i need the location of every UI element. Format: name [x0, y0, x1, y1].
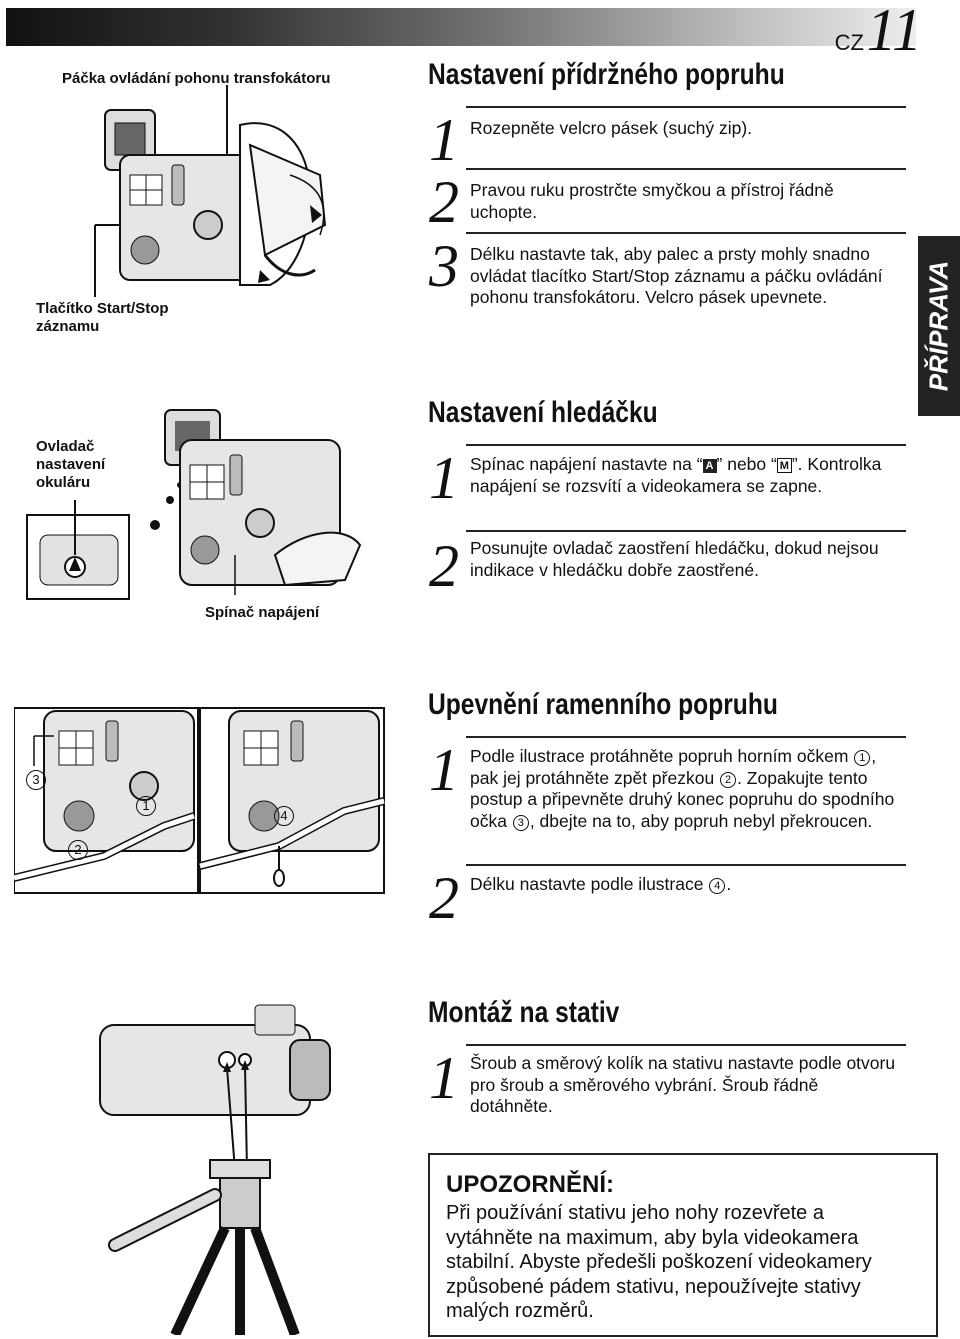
- tripod-illustration: [99, 1004, 331, 1335]
- step-text-part: ”. Kontrolka napájení se rozsvítí a vide…: [470, 454, 882, 496]
- step-text: Podle ilustrace protáhněte popruh horním…: [470, 746, 900, 832]
- step-text: Délku nastavte tak, aby palec a prsty mo…: [470, 244, 883, 307]
- eyepiece-label: Ovladač nastavení okuláru: [36, 438, 106, 491]
- camcorder-grip-illustration: [94, 85, 327, 297]
- step-text-part: Délku nastavte podle ilustrace: [470, 874, 709, 894]
- language-code: CZ: [834, 30, 864, 55]
- divider: [466, 168, 906, 170]
- side-tab: PŘÍPRAVA: [918, 236, 960, 416]
- step-text: Šroub a směrový kolík na stativu nastavt…: [470, 1053, 896, 1116]
- step-number: 3: [429, 233, 459, 299]
- camcorder-viewfinder-illustration: [26, 409, 362, 600]
- divider: [466, 736, 906, 738]
- callout-2: 2: [67, 840, 89, 860]
- mode-a-symbol: A: [702, 459, 717, 473]
- step-number: 2: [429, 169, 459, 235]
- step-text-part: Spínac napájení nastavte na “: [470, 454, 703, 474]
- step-number: 1: [429, 737, 459, 803]
- step-text-part: .: [726, 874, 732, 894]
- step-text-part: ” nebo “: [716, 454, 777, 474]
- divider: [466, 444, 906, 446]
- callout-3-number: 3: [26, 770, 46, 790]
- step-text: Posunujte ovladač zaostření hledáčku, do…: [470, 538, 879, 580]
- mode-m-symbol: M: [776, 458, 792, 473]
- shoulder-strap-illustration: [14, 707, 385, 894]
- side-tab-label: PŘÍPRAVA: [923, 260, 954, 392]
- step-text: Pravou ruku prostrčte smyčkou a přístroj…: [470, 180, 834, 222]
- step-text-part: , dbejte na to, aby popruh nebyl překrou…: [529, 810, 873, 831]
- page-number: 11: [866, 0, 922, 63]
- section-title-viewfinder: Nastavení hledáčku: [428, 396, 658, 429]
- step-text-part: , pak jej protáhněte zpět přezkou: [470, 746, 877, 788]
- circled-number: 3: [512, 814, 529, 831]
- divider: [466, 530, 906, 532]
- start-stop-label: Tlačítko Start/Stop záznamu: [36, 300, 169, 335]
- divider: [466, 864, 906, 866]
- section-title-shoulder-strap: Upevnění ramenního popruhu: [428, 688, 778, 721]
- callout-2-number: 2: [68, 840, 88, 860]
- warning-body: Při používání stativu jeho nohy rozevřet…: [446, 1202, 872, 1322]
- warning-title: UPOZORNĚNÍ:: [446, 1171, 614, 1198]
- step-text-part: Podle ilustrace protáhněte popruh horním…: [470, 746, 854, 766]
- step-number: 2: [429, 865, 459, 931]
- step-text: Spínac napájení nastavte na “A” nebo “M”…: [470, 454, 900, 497]
- callout-4: 4: [273, 806, 295, 826]
- divider: [466, 1044, 906, 1046]
- power-switch-label: Spínač napájení: [205, 604, 320, 621]
- step-text-part: . Zopakujte tento postup a připevněte dr…: [470, 767, 895, 831]
- callout-3: 3: [25, 770, 47, 790]
- divider: [466, 232, 906, 234]
- warning-box: UPOZORNĚNÍ: Při používání stativu jeho n…: [428, 1153, 938, 1337]
- callout-1-number: 1: [136, 796, 156, 816]
- section-title-tripod: Montáž na stativ: [428, 996, 620, 1029]
- step-number: 1: [429, 1045, 459, 1111]
- header-bar: [6, 8, 916, 46]
- circled-number: 2: [720, 771, 737, 788]
- circled-number: 1: [854, 750, 871, 766]
- callout-4-number: 4: [274, 806, 294, 826]
- step-text: Délku nastavte podle ilustrace 4.: [470, 874, 900, 896]
- zoom-lever-label: Páčka ovládání pohonu transfokátoru: [62, 70, 331, 87]
- callout-1: 1: [135, 796, 157, 816]
- step-text: Rozepněte velcro pásek (suchý zip).: [470, 118, 753, 138]
- section-title-grip: Nastavení přídržného popruhu: [428, 58, 785, 91]
- circled-number: 4: [709, 878, 726, 894]
- divider: [466, 106, 906, 108]
- step-number: 2: [429, 533, 459, 599]
- step-number: 1: [429, 107, 459, 173]
- step-number: 1: [429, 445, 459, 511]
